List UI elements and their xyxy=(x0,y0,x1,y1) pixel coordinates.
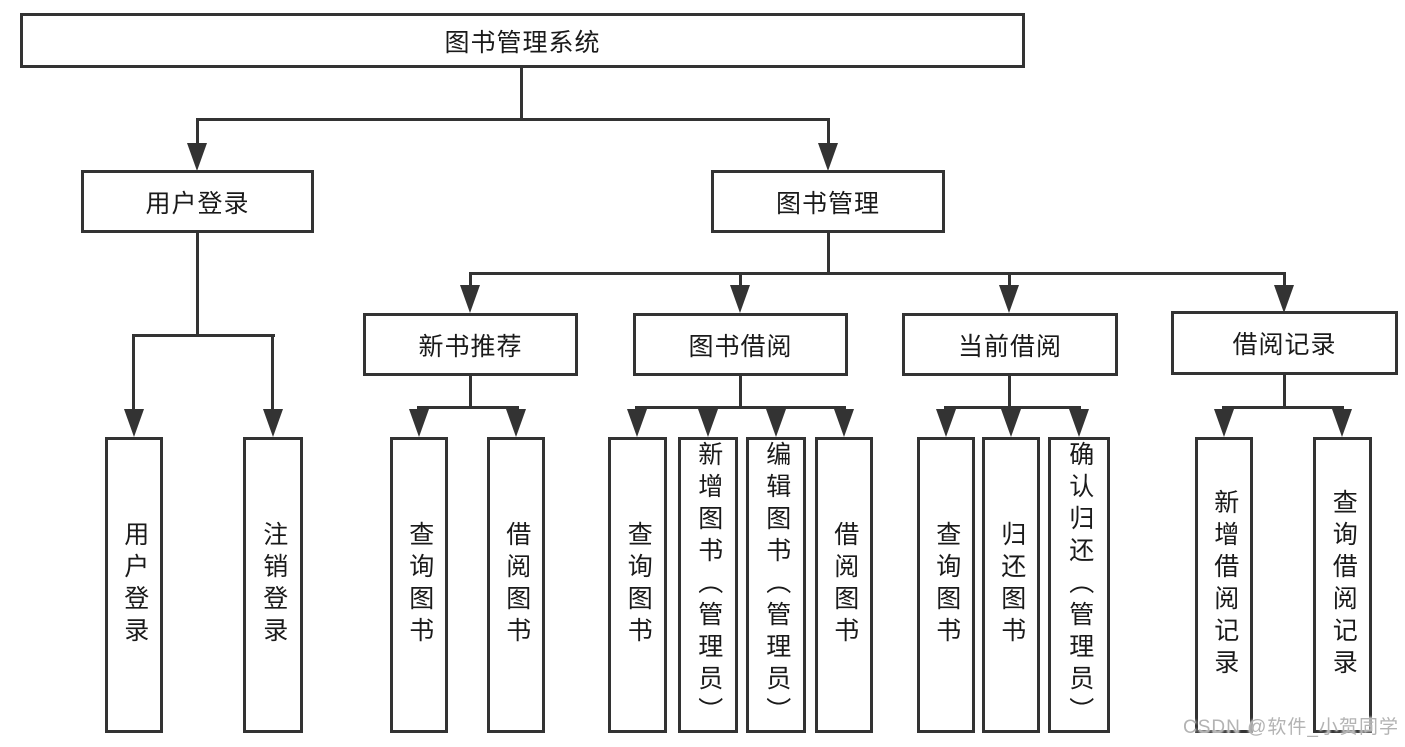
arrow-down-icon xyxy=(1214,409,1234,437)
arrow-down-icon xyxy=(506,409,526,437)
node-book-management-label: 图书管理 xyxy=(775,189,880,218)
arrow-down-icon xyxy=(124,409,144,437)
connector-line xyxy=(469,376,472,409)
arrow-down-icon xyxy=(1001,409,1021,437)
node-user-login-label: 用户登录 xyxy=(145,189,250,218)
leaf-current-confirm-return-label: 确认归还（管理员） xyxy=(1065,441,1094,729)
node-new-book-recommend: 新书推荐 xyxy=(363,313,578,376)
arrow-down-icon xyxy=(460,285,480,313)
connector-line xyxy=(1008,376,1011,409)
connector-line xyxy=(1222,406,1344,409)
arrow-down-icon xyxy=(187,143,207,171)
arrow-down-icon xyxy=(1069,409,1089,437)
leaf-borrow-query-book-label: 查询图书 xyxy=(624,521,653,649)
leaf-recommend-borrow-book: 借阅图书 xyxy=(487,437,545,733)
leaf-records-add-record-label: 新增借阅记录 xyxy=(1210,489,1239,681)
arrow-down-icon xyxy=(818,143,838,171)
connector-line xyxy=(196,118,199,144)
node-current-borrow: 当前借阅 xyxy=(902,313,1118,376)
node-user-login: 用户登录 xyxy=(81,170,314,233)
connector-line xyxy=(1283,272,1286,286)
connector-line xyxy=(827,233,830,275)
node-book-borrow-label: 图书借阅 xyxy=(688,332,793,361)
leaf-borrow-edit-book-label: 编辑图书（管理员） xyxy=(762,441,791,729)
arrow-down-icon xyxy=(1332,409,1352,437)
connector-line xyxy=(739,272,742,286)
leaf-records-query-record-label: 查询借阅记录 xyxy=(1329,489,1358,681)
node-new-book-recommend-label: 新书推荐 xyxy=(418,332,523,361)
leaf-recommend-borrow-book-label: 借阅图书 xyxy=(502,521,531,649)
connector-line xyxy=(417,406,519,409)
leaf-current-query-book-label: 查询图书 xyxy=(932,521,961,649)
leaf-current-query-book: 查询图书 xyxy=(917,437,975,733)
connector-line xyxy=(944,406,1081,409)
connector-line xyxy=(469,272,1285,275)
node-borrow-records: 借阅记录 xyxy=(1171,311,1398,375)
leaf-borrow-borrow-book: 借阅图书 xyxy=(815,437,873,733)
connector-line xyxy=(635,406,846,409)
node-root: 图书管理系统 xyxy=(20,13,1025,68)
leaf-current-confirm-return: 确认归还（管理员） xyxy=(1048,437,1110,733)
leaf-recommend-query-book-label: 查询图书 xyxy=(405,521,434,649)
arrow-down-icon xyxy=(698,409,718,437)
leaf-records-query-record: 查询借阅记录 xyxy=(1313,437,1372,733)
arrow-down-icon xyxy=(409,409,429,437)
leaf-records-add-record: 新增借阅记录 xyxy=(1195,437,1253,733)
leaf-current-return-book-label: 归还图书 xyxy=(997,521,1026,649)
leaf-user-login-label: 用户登录 xyxy=(120,521,149,649)
leaf-borrow-borrow-book-label: 借阅图书 xyxy=(830,521,859,649)
arrow-down-icon xyxy=(730,285,750,313)
connector-line xyxy=(271,334,274,410)
arrow-down-icon xyxy=(1274,285,1294,313)
connector-line xyxy=(133,334,275,337)
arrow-down-icon xyxy=(999,285,1019,313)
leaf-logout: 注销登录 xyxy=(243,437,303,733)
connector-line xyxy=(827,118,830,144)
leaf-recommend-query-book: 查询图书 xyxy=(390,437,448,733)
arrow-down-icon xyxy=(627,409,647,437)
connector-line xyxy=(1283,375,1286,409)
arrow-down-icon xyxy=(766,409,786,437)
node-borrow-records-label: 借阅记录 xyxy=(1232,331,1337,359)
arrow-down-icon xyxy=(936,409,956,437)
connector-line xyxy=(196,118,830,121)
connector-line xyxy=(469,272,472,286)
leaf-borrow-add-book: 新增图书（管理员） xyxy=(678,437,738,733)
connector-line xyxy=(196,233,199,337)
leaf-user-login: 用户登录 xyxy=(105,437,163,733)
arrow-down-icon xyxy=(263,409,283,437)
connector-line xyxy=(132,334,135,410)
leaf-borrow-edit-book: 编辑图书（管理员） xyxy=(746,437,806,733)
node-current-borrow-label: 当前借阅 xyxy=(957,332,1062,361)
leaf-logout-label: 注销登录 xyxy=(259,521,288,649)
node-book-management: 图书管理 xyxy=(711,170,945,233)
leaf-borrow-add-book-label: 新增图书（管理员） xyxy=(694,441,723,729)
csdn-watermark: CSDN @软件_小贺同学 xyxy=(1183,717,1399,738)
connector-line xyxy=(520,68,523,120)
node-book-borrow: 图书借阅 xyxy=(633,313,848,376)
node-root-label: 图书管理系统 xyxy=(444,28,601,57)
connector-line xyxy=(739,376,742,409)
leaf-current-return-book: 归还图书 xyxy=(982,437,1040,733)
leaf-borrow-query-book: 查询图书 xyxy=(608,437,667,733)
connector-line xyxy=(1008,272,1011,286)
arrow-down-icon xyxy=(834,409,854,437)
